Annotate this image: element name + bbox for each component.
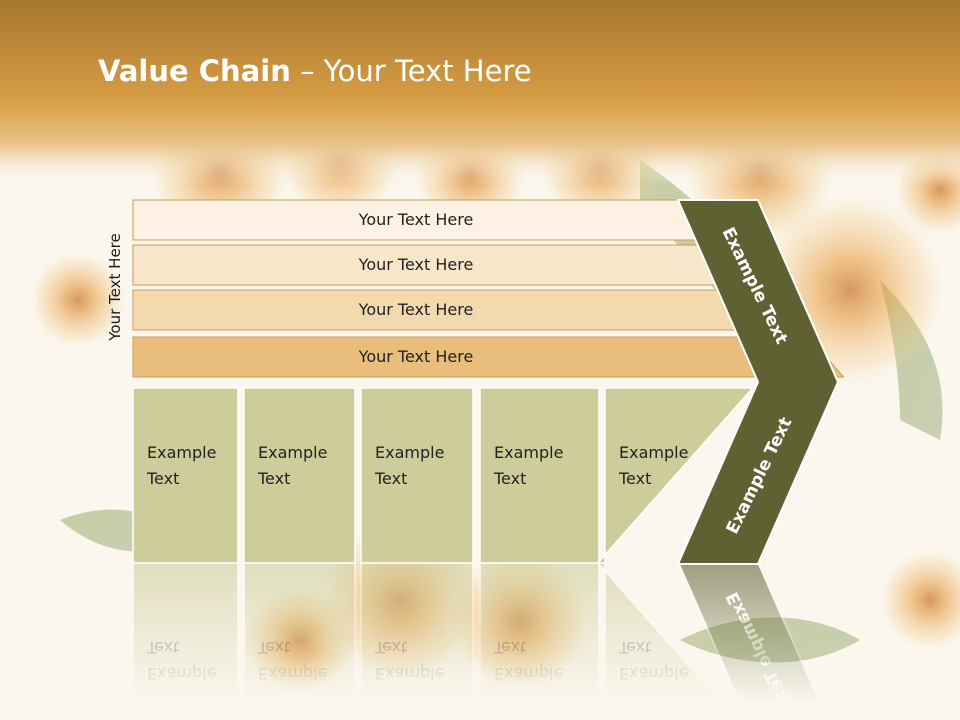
reflection-label-2-line1: Example xyxy=(258,664,327,683)
reflection-label-1-line2: Text xyxy=(146,638,179,657)
column-label-1-line2: Text xyxy=(146,469,179,488)
title-bold: Value Chain xyxy=(98,54,291,88)
column-label-3-line1: Example xyxy=(375,443,444,462)
column-label-5-line1: Example xyxy=(619,443,688,462)
reflection-label-3-line2: Text xyxy=(374,638,407,657)
column-label-4-line1: Example xyxy=(494,443,563,462)
reflection-label-5-line2: Text xyxy=(618,638,651,657)
reflection-label-4-line1: Example xyxy=(494,664,563,683)
column-box-2 xyxy=(243,387,356,564)
column-box-3 xyxy=(360,387,474,564)
title-rest: – Your Text Here xyxy=(290,54,532,88)
column-box-1 xyxy=(132,387,239,564)
reflection-label-2-line2: Text xyxy=(257,638,290,657)
row-label-1: Your Text Here xyxy=(358,210,474,229)
header-band xyxy=(0,0,960,185)
reflection-label-3-line1: Example xyxy=(375,664,444,683)
page-title: Value Chain – Your Text Here xyxy=(98,54,532,88)
side-axis-label: Your Text Here xyxy=(106,233,124,341)
chevron-shape xyxy=(676,199,840,565)
column-label-2-line2: Text xyxy=(257,469,290,488)
row-band-4 xyxy=(132,336,845,378)
column-label-4-line2: Text xyxy=(493,469,526,488)
column-label-5-line2: Text xyxy=(618,469,651,488)
reflection-label-4-line2: Text xyxy=(493,638,526,657)
column-box-5 xyxy=(596,387,755,564)
row-label-3: Your Text Here xyxy=(358,300,474,319)
column-label-1-line1: Example xyxy=(147,443,216,462)
row-label-4: Your Text Here xyxy=(358,347,474,366)
row-label-2: Your Text Here xyxy=(358,255,474,274)
column-label-2-line1: Example xyxy=(258,443,327,462)
column-label-3-line2: Text xyxy=(374,469,407,488)
reflection-label-5-line1: Example xyxy=(619,664,688,683)
reflection-label-1-line1: Example xyxy=(147,664,216,683)
